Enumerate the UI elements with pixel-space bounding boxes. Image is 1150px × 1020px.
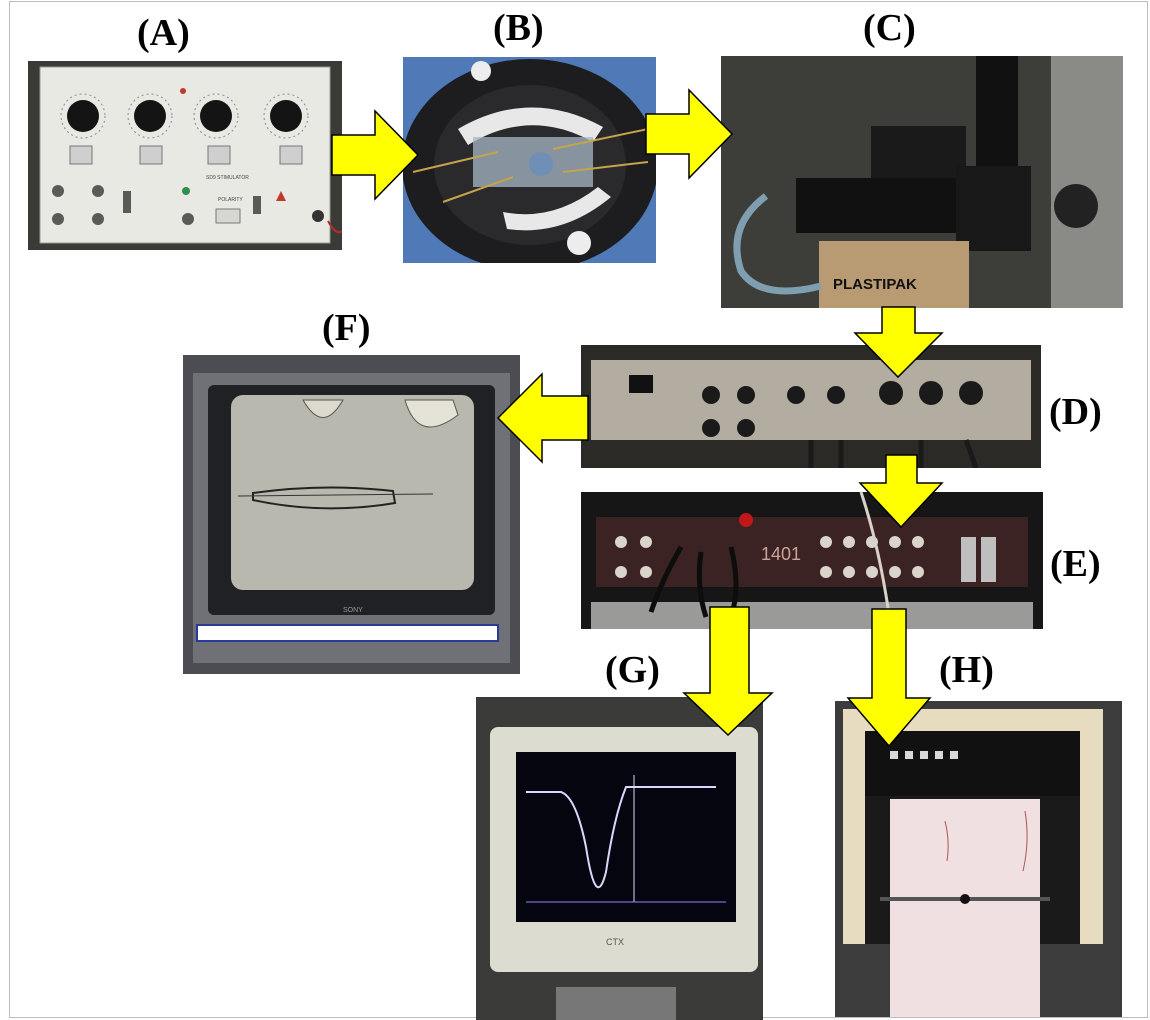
interface-1401-photo: 1401 (581, 492, 1043, 629)
monitor-brand-text: SONY (343, 607, 363, 614)
computer-monitor-brand: CTX (606, 937, 624, 947)
stimulator-text: SD9 STIMULATOR (206, 175, 249, 181)
computer-monitor-trace-photo: CTX (476, 697, 763, 1020)
plastipak-text: PLASTIPAK (833, 276, 917, 293)
panel-label-g: (G) (605, 649, 660, 691)
panel-label-e: (E) (1050, 543, 1101, 585)
chart-recorder-photo (835, 701, 1122, 1017)
interface-model-text: 1401 (761, 544, 801, 564)
arrow-d-to-f (496, 372, 589, 464)
stimulator-photo: SD9 STIMULATOR POLARITY (28, 61, 342, 250)
video-monitor-photo: SONY (183, 355, 520, 674)
arrow-a-to-b (331, 109, 420, 201)
arrow-c-to-d (853, 306, 944, 379)
arrow-b-to-c (645, 88, 734, 180)
arrow-e-to-h (846, 608, 932, 748)
arrow-d-to-e (858, 454, 944, 529)
arrow-e-to-g (682, 606, 774, 737)
panel-label-d: (D) (1049, 391, 1102, 433)
microscope-camera-photo: PLASTIPAK (721, 56, 1123, 308)
panel-label-b: (B) (493, 7, 544, 49)
panel-label-a: (A) (137, 12, 190, 54)
panel-label-h: (H) (939, 649, 994, 691)
tissue-chamber-photo (403, 57, 656, 263)
amplifier-photo (581, 345, 1041, 468)
polarity-text: POLARITY (218, 197, 243, 203)
panel-label-f: (F) (322, 307, 371, 349)
panel-label-c: (C) (863, 7, 916, 49)
